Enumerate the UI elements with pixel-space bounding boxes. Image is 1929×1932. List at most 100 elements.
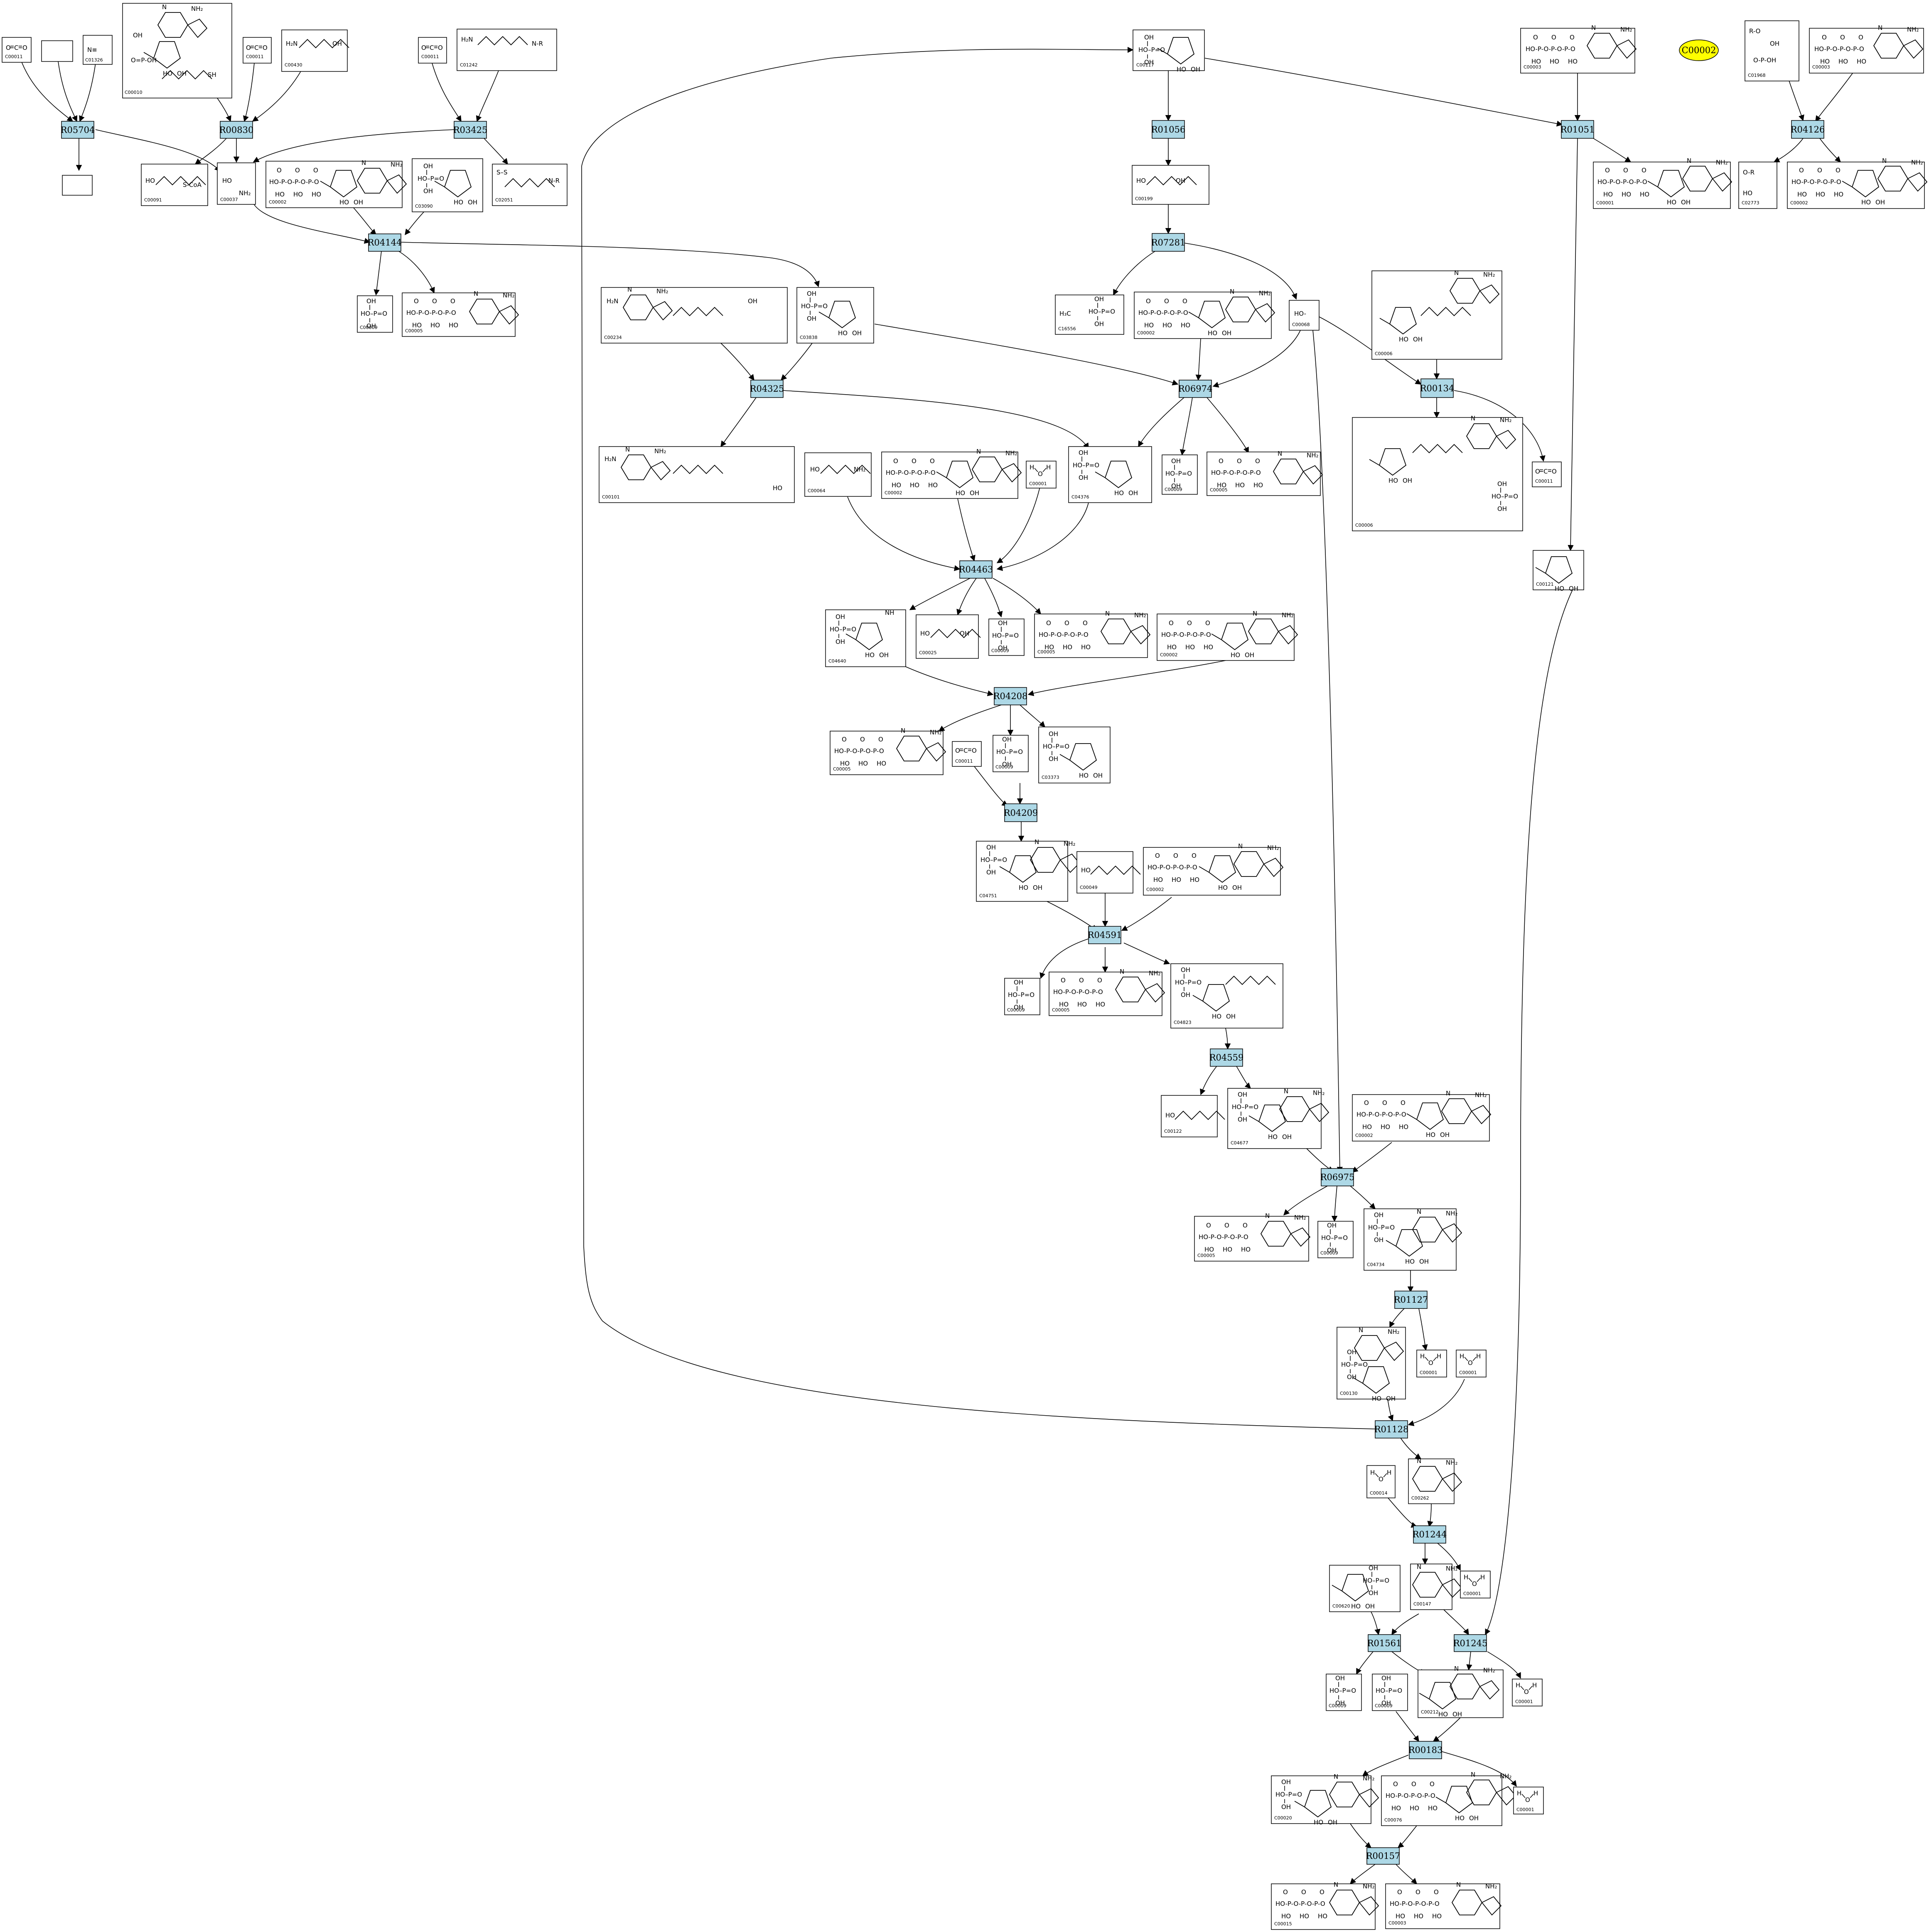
- compound-node[interactable]: C00009: [1326, 1674, 1362, 1711]
- compound-node[interactable]: H₂N N-R C01242: [457, 29, 557, 71]
- compound-node[interactable]: C00147: [1410, 1563, 1462, 1610]
- compound-node[interactable]: C00117: [1133, 29, 1205, 74]
- compound-node[interactable]: C00014: [1366, 1465, 1396, 1498]
- compound-node[interactable]: C03373: [1038, 727, 1111, 783]
- compound-node[interactable]: C04734: [1364, 1208, 1462, 1271]
- compound-node[interactable]: C00005: [1034, 609, 1150, 658]
- compound-node[interactable]: C00011: [2, 37, 32, 63]
- compound-node[interactable]: C00130: [1337, 1326, 1406, 1403]
- compound-node[interactable]: C00005: [830, 727, 946, 775]
- reaction-node[interactable]: R07281: [1151, 233, 1186, 252]
- compound-node[interactable]: C00005: [1049, 967, 1165, 1016]
- compound-node[interactable]: C00009: [357, 295, 393, 333]
- compound-node[interactable]: C04823: [1170, 963, 1283, 1029]
- compound-node[interactable]: S–S N-R C02051: [492, 164, 568, 206]
- reaction-node[interactable]: R06975: [1320, 1168, 1355, 1186]
- compound-node[interactable]: C00001: [1026, 461, 1057, 489]
- compound-node[interactable]: HO NH₂ C00037: [217, 162, 256, 205]
- compound-node[interactable]: C00001: [1456, 1350, 1487, 1377]
- reaction-node[interactable]: R01056: [1151, 120, 1186, 139]
- compound-node[interactable]: C00001: [1416, 1350, 1447, 1377]
- compound-node[interactable]: C00002: [1143, 842, 1283, 896]
- compound-node[interactable]: C00001: [1593, 157, 1732, 209]
- reaction-node[interactable]: R00183: [1408, 1741, 1443, 1759]
- compound-node[interactable]: C00121: [1533, 550, 1584, 593]
- compound-node[interactable]: N≡ C01326: [83, 35, 113, 65]
- compound-node[interactable]: HO C00049: [1076, 851, 1141, 894]
- compound-node[interactable]: H₂N OH C00430: [281, 29, 349, 72]
- compound-node[interactable]: C00003: [1385, 1880, 1501, 1929]
- compound-node[interactable]: C00015: [1271, 1880, 1379, 1930]
- compound-node[interactable]: C00009: [1372, 1674, 1408, 1711]
- reaction-node[interactable]: R01127: [1394, 1291, 1428, 1309]
- compound-node[interactable]: C00620: [1329, 1564, 1401, 1612]
- compound-node[interactable]: C00076: [1381, 1770, 1516, 1826]
- compound-node[interactable]: [62, 175, 93, 196]
- compound-node[interactable]: C04677: [1227, 1087, 1329, 1149]
- compound-node[interactable]: C00001: [1513, 1787, 1544, 1814]
- reaction-node[interactable]: R05704: [61, 121, 95, 139]
- reaction-node[interactable]: R04591: [1088, 926, 1122, 944]
- compound-node[interactable]: C00011: [243, 37, 272, 64]
- compound-node[interactable]: NH C04640: [825, 609, 906, 667]
- reaction-node[interactable]: R01244: [1413, 1525, 1447, 1544]
- reaction-node[interactable]: R04208: [993, 687, 1028, 705]
- compound-node[interactable]: C00001: [1512, 1679, 1543, 1706]
- reaction-node[interactable]: R04559: [1209, 1048, 1244, 1067]
- compound-node[interactable]: C00009: [988, 619, 1025, 656]
- reaction-node[interactable]: R04126: [1791, 120, 1825, 139]
- reaction-node[interactable]: R00157: [1366, 1847, 1401, 1865]
- compound-node[interactable]: C00005: [1207, 449, 1323, 496]
- compound-node[interactable]: C00002: [1134, 287, 1275, 339]
- compound-node[interactable]: C00009: [993, 735, 1029, 772]
- compound-node[interactable]: C00005: [1194, 1212, 1310, 1262]
- compound-node[interactable]: OH O=P-OH SH C00010: [122, 3, 232, 98]
- compound-node[interactable]: O-R HO C02773: [1738, 162, 1777, 209]
- reaction-node[interactable]: R03425: [453, 121, 488, 139]
- compound-node[interactable]: C00011: [1532, 462, 1562, 487]
- compound-node[interactable]: C00006: [1371, 269, 1502, 360]
- compound-node[interactable]: C00002: [265, 159, 407, 208]
- compound-node[interactable]: C00009: [1162, 454, 1198, 495]
- compound-node[interactable]: C04376: [1068, 446, 1152, 503]
- reaction-node[interactable]: R00134: [1420, 378, 1455, 398]
- reaction-node[interactable]: R04144: [368, 233, 402, 252]
- compound-node[interactable]: C00005: [402, 290, 519, 337]
- compound-node[interactable]: HO NH₂ C00064: [804, 452, 872, 497]
- compound-node[interactable]: H₂N HO C00101: [599, 445, 795, 503]
- compound-node[interactable]: C00009: [1317, 1221, 1354, 1258]
- compound-node[interactable]: C00003: [1520, 24, 1637, 74]
- compound-node[interactable]: C00011: [418, 37, 447, 64]
- compound-node[interactable]: C00006: [1352, 414, 1523, 531]
- compound-node[interactable]: C00262: [1408, 1457, 1462, 1504]
- reaction-node[interactable]: R06974: [1178, 380, 1213, 398]
- compound-node[interactable]: C00002: [1352, 1089, 1491, 1142]
- compound-node[interactable]: HO C00122: [1161, 1095, 1225, 1137]
- compound-node[interactable]: [41, 40, 73, 62]
- compound-node[interactable]: HO- C00068: [1289, 300, 1320, 331]
- reaction-node[interactable]: R01245: [1453, 1634, 1488, 1652]
- compound-node[interactable]: HO S-CoA C00091: [141, 164, 208, 206]
- compound-node[interactable]: C00009: [1004, 978, 1040, 1015]
- compound-node[interactable]: C03838: [796, 287, 874, 344]
- compound-node[interactable]: C03090: [412, 158, 483, 212]
- compound-node[interactable]: C00002: [1787, 157, 1927, 209]
- reaction-node[interactable]: R04325: [750, 380, 784, 398]
- reaction-node[interactable]: R01561: [1367, 1634, 1402, 1652]
- reaction-node[interactable]: R01128: [1374, 1420, 1409, 1439]
- compound-node[interactable]: C00002: [881, 447, 1022, 499]
- compound-node[interactable]: C00002: [1157, 609, 1298, 661]
- compound-node[interactable]: R-O OH O-P-OH C01968: [1745, 20, 1799, 81]
- reaction-node[interactable]: R04209: [1004, 803, 1038, 822]
- reaction-node[interactable]: R00830: [219, 121, 254, 139]
- compound-node[interactable]: H₂N OH C00234: [601, 285, 788, 344]
- compound-node[interactable]: C00020: [1271, 1772, 1379, 1826]
- compound-node[interactable]: C00001: [1460, 1571, 1491, 1598]
- compound-node[interactable]: HO OH C00025: [916, 614, 981, 659]
- compound-node[interactable]: C04751: [976, 838, 1080, 902]
- reaction-node[interactable]: R01051: [1560, 120, 1595, 139]
- compound-node[interactable]: C00212: [1418, 1664, 1504, 1718]
- highlight-compound[interactable]: C00002: [1679, 39, 1719, 61]
- reaction-node[interactable]: R04463: [959, 560, 993, 579]
- compound-node[interactable]: HO OH C00199: [1132, 165, 1209, 205]
